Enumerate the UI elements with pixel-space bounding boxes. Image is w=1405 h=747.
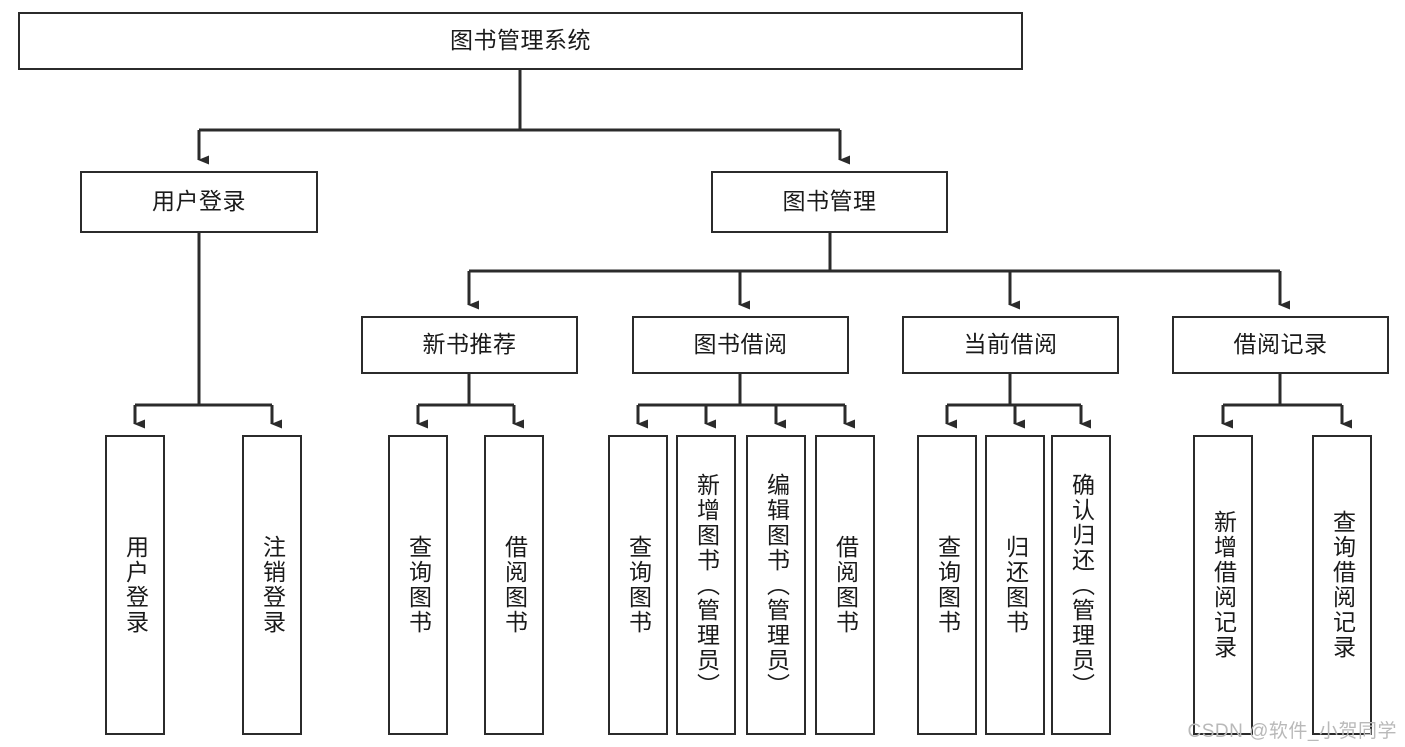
node-new-book-recommend[interactable]: 新书推荐: [361, 316, 578, 374]
node-root[interactable]: 图书管理系统: [18, 12, 1023, 70]
node-leaf-add-book-admin-label: 新增图书（管理员）: [693, 472, 720, 698]
node-leaf-query-book-1[interactable]: 查询图书: [388, 435, 448, 735]
node-leaf-query-book-2-label: 查询图书: [625, 535, 652, 635]
node-leaf-query-book-3[interactable]: 查询图书: [917, 435, 977, 735]
node-book-borrow-label: 图书借阅: [693, 331, 788, 358]
node-book-borrow[interactable]: 图书借阅: [632, 316, 849, 374]
node-leaf-query-borrow-record[interactable]: 查询借阅记录: [1312, 435, 1372, 735]
node-leaf-query-book-1-label: 查询图书: [405, 535, 432, 635]
node-borrow-record[interactable]: 借阅记录: [1172, 316, 1389, 374]
node-user-login[interactable]: 用户登录: [80, 171, 318, 233]
node-leaf-user-login-label: 用户登录: [122, 535, 149, 635]
node-leaf-edit-book-admin[interactable]: 编辑图书（管理员）: [746, 435, 806, 735]
node-leaf-query-borrow-record-label: 查询借阅记录: [1329, 510, 1356, 660]
node-leaf-add-borrow-record[interactable]: 新增借阅记录: [1193, 435, 1253, 735]
node-leaf-return-book[interactable]: 归还图书: [985, 435, 1045, 735]
node-book-management-label: 图书管理: [782, 188, 877, 215]
node-leaf-borrow-book-1-label: 借阅图书: [501, 535, 528, 635]
node-leaf-borrow-book-2-label: 借阅图书: [832, 535, 859, 635]
node-leaf-borrow-book-1[interactable]: 借阅图书: [484, 435, 544, 735]
node-leaf-confirm-return-admin-label: 确认归还（管理员）: [1068, 472, 1095, 698]
node-leaf-return-book-label: 归还图书: [1002, 535, 1029, 635]
node-leaf-confirm-return-admin[interactable]: 确认归还（管理员）: [1051, 435, 1111, 735]
node-leaf-borrow-book-2[interactable]: 借阅图书: [815, 435, 875, 735]
node-root-label: 图书管理系统: [450, 27, 591, 54]
node-leaf-query-book-3-label: 查询图书: [934, 535, 961, 635]
node-current-borrow[interactable]: 当前借阅: [902, 316, 1119, 374]
node-leaf-add-book-admin[interactable]: 新增图书（管理员）: [676, 435, 736, 735]
node-current-borrow-label: 当前借阅: [963, 331, 1058, 358]
node-leaf-add-borrow-record-label: 新增借阅记录: [1210, 510, 1237, 660]
node-leaf-user-logout-label: 注销登录: [259, 535, 286, 635]
node-new-book-recommend-label: 新书推荐: [422, 331, 517, 358]
node-borrow-record-label: 借阅记录: [1233, 331, 1328, 358]
node-book-management[interactable]: 图书管理: [711, 171, 948, 233]
node-leaf-user-login[interactable]: 用户登录: [105, 435, 165, 735]
node-leaf-edit-book-admin-label: 编辑图书（管理员）: [763, 472, 790, 698]
node-leaf-user-logout[interactable]: 注销登录: [242, 435, 302, 735]
node-user-login-label: 用户登录: [152, 188, 246, 215]
node-leaf-query-book-2[interactable]: 查询图书: [608, 435, 668, 735]
